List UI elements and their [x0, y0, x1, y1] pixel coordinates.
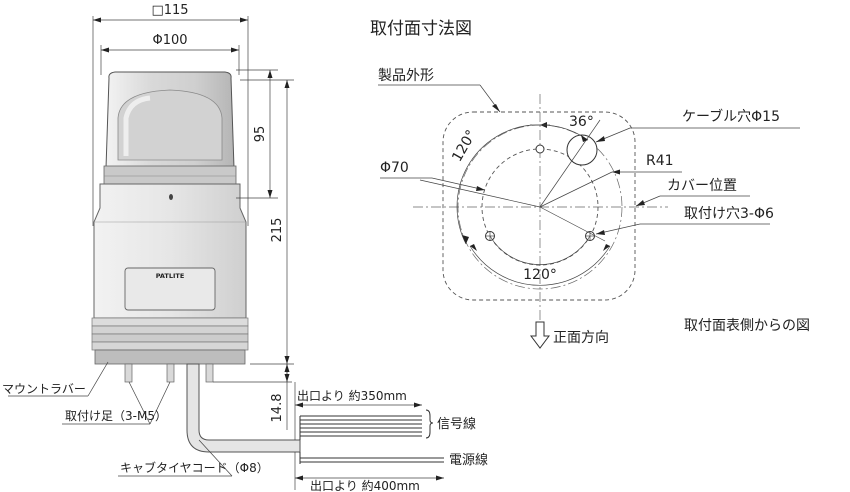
cover-position-label: カバー位置 — [667, 178, 737, 194]
dim-148-label: 14.8 — [270, 394, 285, 423]
dim-95-label: 95 — [253, 126, 268, 143]
mount-holes-label: 取付け穴3-Φ6 — [684, 206, 774, 222]
dia70-label: Φ70 — [380, 160, 409, 176]
nameplate — [124, 267, 216, 311]
brand-logo: PATLITE — [156, 272, 185, 280]
out400-label: 出口より 約400mm — [310, 478, 420, 492]
lens-base-ring — [103, 165, 237, 185]
signal-wire-label: 信号線 — [437, 416, 476, 432]
product-outline-label: 製品外形 — [378, 68, 434, 84]
mount-title: 取付面寸法図 — [370, 19, 472, 39]
product-outline — [442, 111, 636, 301]
lens-inner-reflector — [117, 89, 223, 161]
dim-215-label: 215 — [270, 218, 285, 243]
signal-wires — [299, 415, 422, 440]
arc-120-bottom — [489, 235, 591, 265]
mount-rubber-label: マウントラバー — [2, 382, 86, 396]
mount-hole-top — [535, 144, 545, 154]
front-direction-label: 正面方向 — [553, 330, 609, 346]
cable-hole-label: ケーブル穴Φ15 — [682, 108, 780, 125]
center-mark — [169, 194, 173, 200]
side-view: □115 Φ100 PATLITE — [2, 3, 488, 492]
power-wire-label: 電源線 — [449, 452, 488, 468]
mounting-feet — [124, 363, 214, 383]
r41-label: R41 — [646, 153, 674, 169]
mount-caption: 取付面表側からの図 — [684, 318, 810, 334]
out350-label: 出口より 約350mm — [297, 388, 407, 403]
power-wires — [299, 452, 444, 464]
angle-120-bottom-label: 120° — [523, 267, 557, 283]
dim-100-label: Φ100 — [152, 33, 187, 48]
arc-120-left — [456, 124, 533, 245]
cable-label: キャブタイヤコード（Φ8） — [120, 460, 269, 475]
mounting-view: 取付面寸法図 36° 120° — [370, 19, 810, 349]
mount-rubber — [91, 317, 249, 365]
angle-120-left-label: 120° — [449, 127, 480, 164]
front-direction-arrow — [530, 321, 550, 349]
cable-hole — [566, 134, 598, 166]
dim-115-label: □115 — [151, 3, 188, 18]
angle-36-label: 36° — [569, 114, 594, 130]
signal-brace — [425, 409, 434, 439]
pitch-circle — [481, 148, 599, 266]
feet-label: 取付け足（3-M5） — [65, 409, 167, 423]
